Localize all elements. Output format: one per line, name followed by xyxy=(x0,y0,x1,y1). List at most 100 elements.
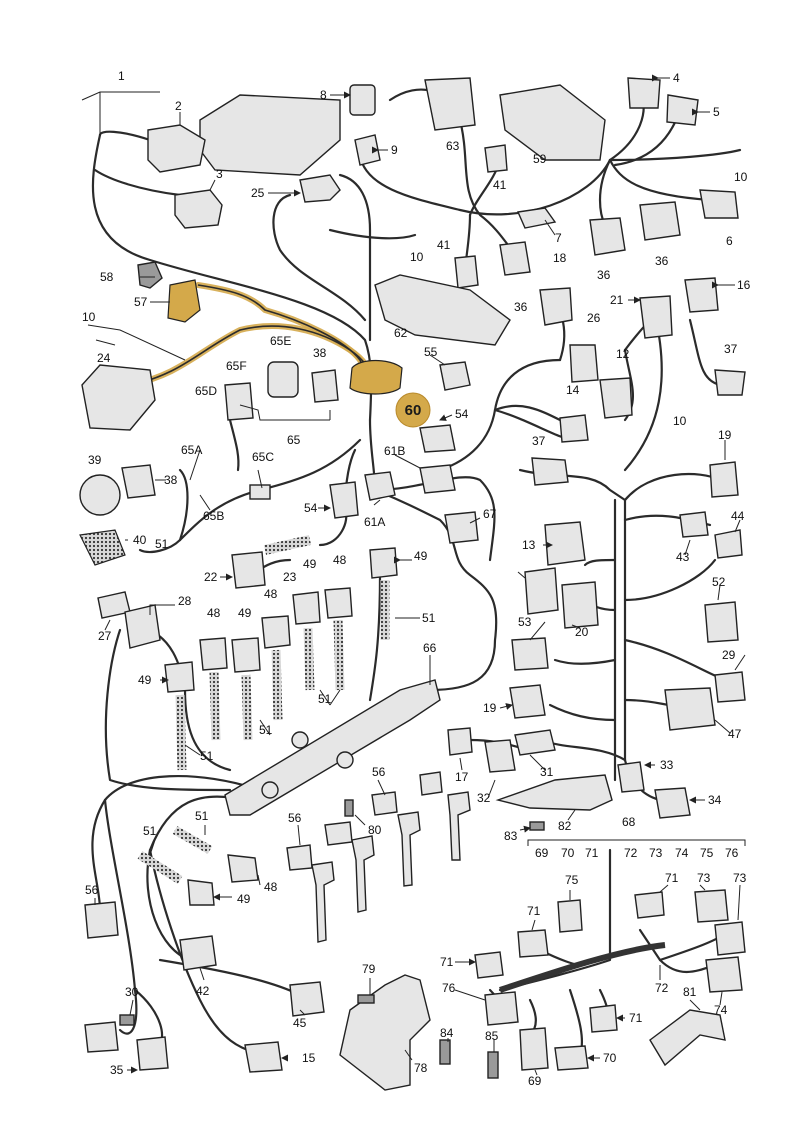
label-71-c: 71 xyxy=(440,955,454,969)
label-61B: 61B xyxy=(384,444,405,458)
connector-41-mid xyxy=(454,255,479,289)
control-unit-ecu xyxy=(199,94,341,176)
label-29: 29 xyxy=(722,648,736,662)
highlighted-harness-60[interactable] xyxy=(127,279,403,395)
label-24: 24 xyxy=(97,351,111,365)
connector-65C xyxy=(249,484,271,500)
label-36-c: 36 xyxy=(655,254,669,268)
connector-45 xyxy=(289,981,325,1017)
label-76-b: 76 xyxy=(442,981,456,995)
connector-33 xyxy=(617,761,645,793)
connector-71-c xyxy=(589,1004,618,1033)
label-45: 45 xyxy=(293,1016,307,1030)
conduit-51-c xyxy=(137,851,183,884)
connector-56-top xyxy=(419,771,443,796)
label-48-d: 48 xyxy=(264,880,278,894)
connector-70 xyxy=(554,1045,589,1071)
connector-25 xyxy=(299,174,341,203)
label-9: 9 xyxy=(391,143,398,157)
label-76-a: 76 xyxy=(725,846,739,860)
connector-42 xyxy=(179,935,217,971)
label-37-b: 37 xyxy=(532,434,546,448)
label-49-d: 49 xyxy=(138,673,152,687)
connector-9 xyxy=(354,134,381,166)
label-61A: 61A xyxy=(364,515,385,529)
label-65C: 65C xyxy=(252,450,274,464)
connector-3 xyxy=(174,189,223,229)
screw-58 xyxy=(137,261,163,289)
connector-56-bottom xyxy=(84,901,119,939)
connector-37-right xyxy=(714,369,746,396)
connector-4 xyxy=(627,77,661,109)
label-51-g: 51 xyxy=(155,537,169,551)
label-49-e: 49 xyxy=(237,892,251,906)
label-56-a: 56 xyxy=(372,765,386,779)
leader-lines xyxy=(81,74,746,1076)
label-44: 44 xyxy=(731,509,745,523)
label-69-b: 69 xyxy=(528,1074,542,1088)
bolt-79 xyxy=(357,994,375,1004)
label-3: 3 xyxy=(216,167,223,181)
bracket-82 xyxy=(495,774,613,811)
label-51-c: 51 xyxy=(259,723,273,737)
connector-26 xyxy=(569,344,599,383)
label-7: 7 xyxy=(555,231,562,245)
bolt-85 xyxy=(487,1051,499,1079)
connector-65F xyxy=(224,382,254,421)
label-55: 55 xyxy=(424,345,438,359)
connector-19-lower xyxy=(509,684,546,719)
label-1: 1 xyxy=(118,69,125,83)
relay-8 xyxy=(349,84,376,116)
connector-7 xyxy=(516,207,557,229)
connector-31 xyxy=(514,729,556,756)
connector-41-top xyxy=(484,144,508,173)
connector-57-highlighted[interactable] xyxy=(167,279,201,323)
label-16: 16 xyxy=(737,278,751,292)
label-10-b: 10 xyxy=(410,250,424,264)
grommet-60[interactable] xyxy=(349,359,403,395)
label-79: 79 xyxy=(362,962,376,976)
connector-38-left xyxy=(121,464,156,499)
label-75-a: 75 xyxy=(700,846,714,860)
connector-67 xyxy=(444,511,479,544)
connector-44 xyxy=(714,529,743,559)
label-12: 12 xyxy=(616,347,630,361)
label-58: 58 xyxy=(100,270,114,284)
label-31: 31 xyxy=(540,765,554,779)
label-10-d: 10 xyxy=(673,414,687,428)
label-48-b: 48 xyxy=(264,587,278,601)
connector-36-b xyxy=(589,217,626,256)
badge-label: 60 xyxy=(405,402,422,419)
connector-5 xyxy=(666,94,699,126)
label-81: 81 xyxy=(683,985,697,999)
connector-56-left xyxy=(286,844,313,871)
hose-40 xyxy=(79,529,126,566)
label-38-b: 38 xyxy=(164,473,178,487)
injector-plugs xyxy=(164,587,353,771)
label-32: 32 xyxy=(477,791,491,805)
badge-circle[interactable] xyxy=(395,392,431,428)
conduit-23 xyxy=(263,535,312,555)
connector-55 xyxy=(439,361,471,391)
label-27: 27 xyxy=(98,629,112,643)
label-83: 83 xyxy=(504,829,518,843)
label-26: 26 xyxy=(587,311,601,325)
connector-61A xyxy=(364,471,396,501)
label-39: 39 xyxy=(88,453,102,467)
label-22: 22 xyxy=(204,570,218,584)
label-49-b: 49 xyxy=(303,557,317,571)
label-69-a: 69 xyxy=(535,846,549,860)
sensor-30 xyxy=(119,1014,135,1026)
callout-badge-60[interactable]: 60 xyxy=(395,392,431,428)
label-72-a: 72 xyxy=(624,846,638,860)
label-68: 68 xyxy=(622,815,636,829)
connector-22 xyxy=(231,551,266,589)
label-36-b: 36 xyxy=(597,268,611,282)
relay-carrier-59 xyxy=(499,84,606,161)
connector-6 xyxy=(699,189,739,219)
connector-13 xyxy=(544,521,586,566)
label-19-a: 19 xyxy=(718,428,732,442)
cap-65E xyxy=(267,361,299,398)
label-14: 14 xyxy=(566,383,580,397)
